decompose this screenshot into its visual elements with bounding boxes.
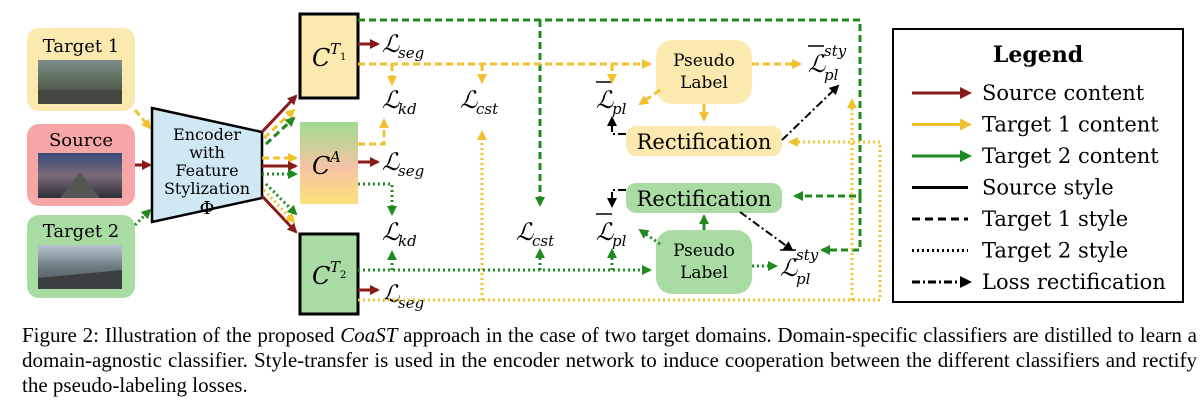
coast-diagram: Target 1 Source Target 2 Encoder with Fe… xyxy=(27,12,1184,316)
svg-text:A: A xyxy=(328,148,341,166)
svg-text:C: C xyxy=(312,262,330,290)
svg-text:Stylization: Stylization xyxy=(164,179,250,198)
svg-text:Encoder: Encoder xyxy=(173,125,241,144)
svg-text:pl: pl xyxy=(612,100,627,118)
legend-item: Source content xyxy=(912,81,1145,105)
svg-text:cst: cst xyxy=(532,232,555,250)
svg-text:ℒ: ℒ xyxy=(808,50,826,78)
legend-label: Source content xyxy=(982,81,1145,105)
svg-text:C: C xyxy=(312,152,330,180)
svg-text:ℒ: ℒ xyxy=(596,218,614,246)
svg-text:T: T xyxy=(330,40,341,58)
legend-arrowhead xyxy=(960,276,972,288)
svg-text:sty: sty xyxy=(824,42,847,60)
svg-text:Pseudo: Pseudo xyxy=(673,241,735,261)
legend-arrowhead xyxy=(960,150,972,162)
legend-item: Target 1 content xyxy=(912,113,1159,137)
classifier-a: C A xyxy=(300,122,358,204)
loss-seg-t1: ℒ seg xyxy=(382,30,424,62)
loss-kd-bottom: ℒ kd xyxy=(382,218,417,250)
svg-text:cst: cst xyxy=(476,100,499,118)
legend-label: Source style xyxy=(982,176,1114,200)
svg-text:pl: pl xyxy=(796,270,811,288)
figure-caption: Figure 2: Illustration of the proposed C… xyxy=(22,323,1198,397)
legend-label: Target 1 content xyxy=(982,113,1159,137)
legend-arrowhead xyxy=(960,118,972,131)
svg-text:Rectification: Rectification xyxy=(637,187,772,211)
svg-text:ℒ: ℒ xyxy=(460,86,478,114)
loss-seg-t2: ℒ seg xyxy=(382,280,424,312)
svg-text:with: with xyxy=(189,143,225,162)
legend-item: Source style xyxy=(912,176,1114,200)
source-label: Source xyxy=(49,130,113,151)
target2-label: Target 2 xyxy=(43,221,120,242)
legend-arrowhead xyxy=(960,87,972,99)
svg-text:ℒ: ℒ xyxy=(516,218,534,246)
svg-text:ℒ: ℒ xyxy=(780,254,798,282)
svg-text:Rectification: Rectification xyxy=(637,130,772,154)
svg-text:2: 2 xyxy=(340,270,346,281)
svg-text:ℒ: ℒ xyxy=(382,30,400,58)
loss-pl-top: ℒ pl xyxy=(596,81,627,118)
legend-label: Target 2 style xyxy=(982,239,1128,263)
svg-text:ℒ: ℒ xyxy=(596,86,614,114)
svg-text:sty: sty xyxy=(796,246,819,264)
rectification-top: Rectification xyxy=(626,126,782,156)
svg-text:pl: pl xyxy=(612,232,627,250)
rectification-bottom: Rectification xyxy=(626,183,782,213)
legend-item: Loss rectification xyxy=(912,270,1166,294)
svg-text:ℒ: ℒ xyxy=(382,280,400,308)
legend-item: Target 1 style xyxy=(912,207,1128,231)
pseudo-label-bottom: Pseudo Label xyxy=(656,230,752,294)
method-name: CoaST xyxy=(340,323,398,347)
source-input: Source xyxy=(27,124,135,206)
svg-text:Feature: Feature xyxy=(175,161,238,180)
classifier-t2: C T 2 xyxy=(298,232,360,316)
svg-text:seg: seg xyxy=(398,162,424,180)
svg-text:seg: seg xyxy=(398,294,424,312)
target1-input: Target 1 xyxy=(27,28,135,111)
svg-text:Label: Label xyxy=(680,73,728,93)
svg-text:pl: pl xyxy=(824,66,839,84)
loss-pl-sty-bottom: ℒ sty pl xyxy=(780,246,819,288)
svg-text:C: C xyxy=(312,44,330,72)
svg-text:seg: seg xyxy=(398,44,424,62)
loss-seg-a: ℒ seg xyxy=(382,148,424,180)
loss-cst-top: ℒ cst xyxy=(460,86,499,118)
legend-title: Legend xyxy=(993,42,1083,68)
svg-text:ℒ: ℒ xyxy=(382,148,400,176)
legend-label: Target 2 content xyxy=(982,144,1159,168)
target2-input: Target 2 xyxy=(27,215,135,298)
loss-kd-top: ℒ kd xyxy=(382,86,417,118)
svg-text:kd: kd xyxy=(398,100,417,118)
loss-cst-bottom: ℒ cst xyxy=(516,218,555,250)
svg-text:T: T xyxy=(330,258,341,276)
encoder: Encoder with Feature Stylization Φ xyxy=(150,106,264,224)
svg-text:1: 1 xyxy=(340,52,346,63)
svg-text:Label: Label xyxy=(680,263,728,283)
pseudo-label-top: Pseudo Label xyxy=(656,40,752,104)
classifier-t1: C T 1 xyxy=(298,12,360,100)
loss-pl-bottom: ℒ pl xyxy=(596,213,627,250)
svg-text:kd: kd xyxy=(398,232,417,250)
svg-text:ℒ: ℒ xyxy=(382,218,400,246)
svg-text:ℒ: ℒ xyxy=(382,86,400,114)
legend-label: Loss rectification xyxy=(982,270,1166,294)
svg-text:Pseudo: Pseudo xyxy=(673,51,735,71)
loss-pl-sty-top: ℒ sty pl xyxy=(808,42,847,84)
target1-label: Target 1 xyxy=(43,36,120,57)
legend-item: Target 2 style xyxy=(912,239,1128,263)
legend-item: Target 2 content xyxy=(912,144,1159,168)
legend-label: Target 1 style xyxy=(982,207,1128,231)
svg-text:Φ: Φ xyxy=(200,198,215,219)
